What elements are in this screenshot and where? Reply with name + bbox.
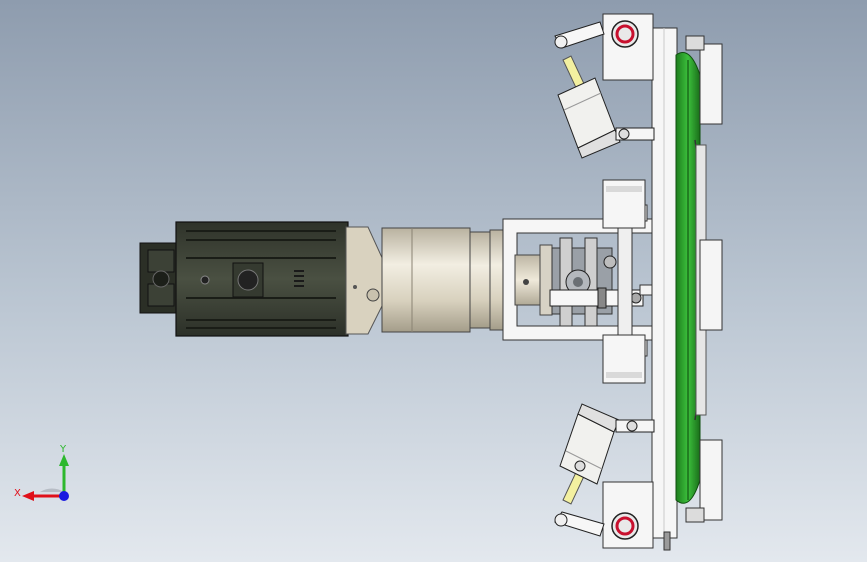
connecting-rod [617,214,633,346]
motor-label [294,270,304,287]
rail-foot [663,531,671,551]
bottom-clamp-ring [615,516,635,536]
x-axis-label: X [14,488,21,499]
coordinate-triad: X Y [14,444,69,501]
top-lever-pivot [554,35,568,49]
right-bracket-top [699,43,723,125]
belt-rail-assembly[interactable] [651,27,723,551]
motor-flange [345,226,385,335]
gearbox[interactable] [381,227,505,333]
triad-plane [40,488,64,492]
bottom-clamp-assembly[interactable] [554,403,655,549]
motor-cooling-fins [186,230,336,329]
x-axis-arrow [22,491,34,501]
top-cylinder-cap [577,129,621,159]
y-axis-label: Y [59,444,67,455]
gearbox-housing [381,227,471,333]
gearbox-output [489,229,505,331]
gearbox-collar [469,231,493,329]
servo-motor[interactable] [139,221,385,337]
mount-pin [626,420,638,432]
motor-screw [200,275,210,285]
cylinder-line [565,450,603,470]
tensioner-bottom [685,507,705,523]
coupling-screw [523,279,529,285]
center-bracket[interactable] [502,204,701,357]
z-axis-dot [59,491,69,501]
roller [603,255,617,269]
motor-encoder-bolt [152,270,170,288]
motor-encoder-plate [147,249,175,273]
cylinder-line [563,92,602,111]
arm-pin [597,287,607,309]
bottom-lever-pivot [554,513,568,527]
motor-connector-socket [237,269,259,291]
bearing-core [573,277,583,287]
right-bracket-mid [699,239,723,331]
flange-pin [353,285,357,289]
right-bracket-bottom [699,439,723,521]
top-clamp-assembly[interactable] [554,13,655,159]
y-axis-arrow [59,454,69,466]
tensioner-top [685,35,705,51]
guide-slot [606,372,642,378]
center-guide-blocks[interactable] [602,179,646,384]
guide-slot [606,186,642,192]
mount-pin [618,128,630,140]
flange-bolt [366,288,380,302]
top-clamp-ring [615,24,635,44]
cylinder-port [574,460,586,472]
